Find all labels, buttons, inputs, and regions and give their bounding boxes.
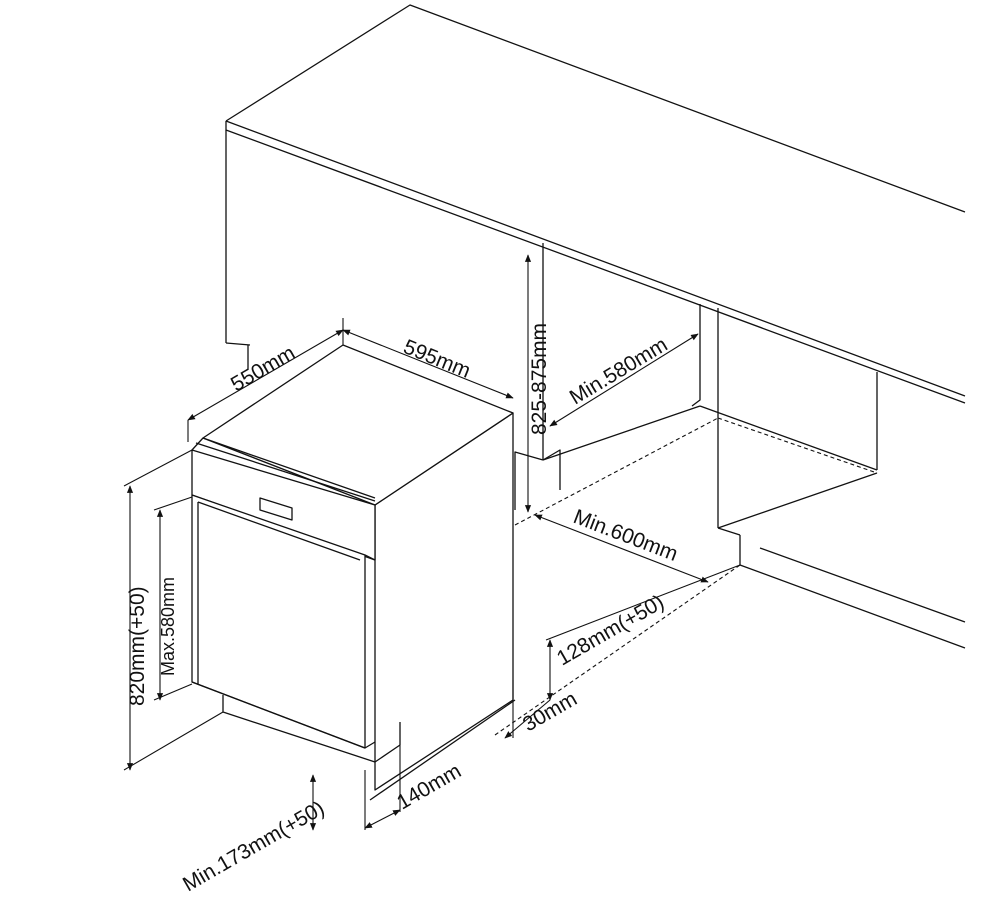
- label-825-875: 825-875mm: [528, 323, 551, 435]
- right-cabinet: [717, 472, 966, 649]
- niche-back: [514, 304, 878, 528]
- countertop: [225, 4, 966, 404]
- label-820: 820mm(+50): [126, 586, 149, 706]
- display-panel: [259, 497, 293, 521]
- label-min-580: Min.580mm: [566, 333, 672, 409]
- dimension-lines: [123, 254, 741, 831]
- floor-lines: [369, 564, 741, 801]
- label-max-580: Max.580mm: [158, 577, 178, 676]
- dishwasher: [191, 344, 514, 791]
- label-min-173: Min.173mm(+50): [179, 797, 328, 897]
